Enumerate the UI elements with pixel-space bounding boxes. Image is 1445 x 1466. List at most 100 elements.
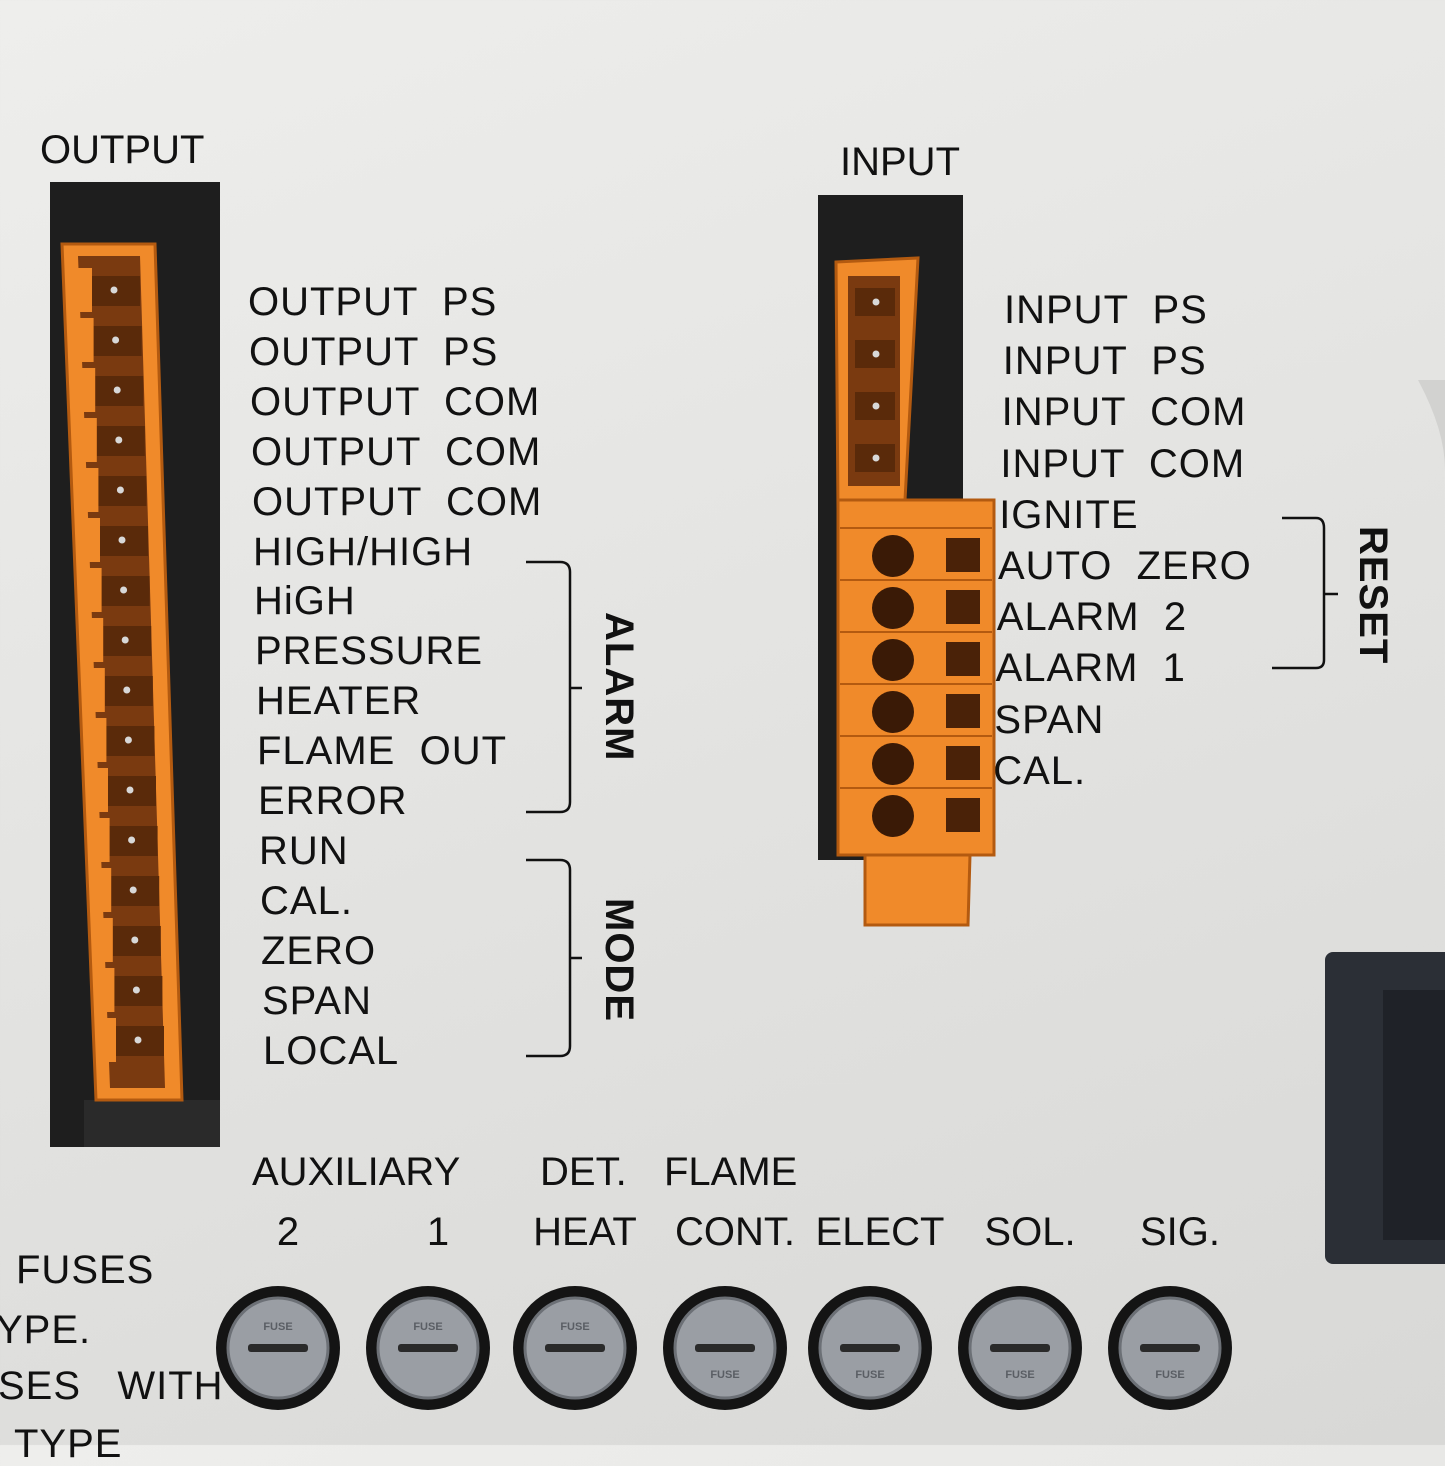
alarm-bracket [526, 560, 582, 814]
terminal-screw-hole [872, 639, 914, 681]
terminal-wire-port [946, 798, 980, 832]
reset-group-label: RESET [1351, 526, 1395, 665]
output-pin-label-12: RUN [259, 828, 349, 873]
auxiliary-label: AUXILIARY [252, 1150, 461, 1194]
output-pin [129, 886, 137, 894]
output-pin-label-1: OUTPUT PS [248, 280, 498, 324]
output-pin-label-4: OUTPUT COM [251, 429, 542, 474]
fuse-slot [695, 1344, 755, 1352]
output-pin [115, 436, 123, 444]
fuse-holder-6: FUSE [958, 1286, 1082, 1410]
output-pin [128, 836, 136, 844]
input-header: INPUT [840, 140, 960, 184]
terminal-wire-port [946, 538, 980, 572]
mode-group-label: MODE [597, 898, 641, 1022]
output-pin-label-8: PRESSURE [255, 629, 484, 674]
fuse-notice-line-3: SES WITH [0, 1364, 224, 1408]
output-terminal-strip [60, 242, 184, 1102]
output-pin-label-15: SPAN [262, 978, 372, 1023]
fuse-notice-line-1: FUSES [16, 1248, 155, 1292]
fuse-column-label-4: CONT. [675, 1210, 795, 1254]
input-pin-label-5: IGNITE [999, 492, 1139, 537]
fuse-holder-4: FUSE [663, 1286, 787, 1410]
input-pin-label-10: CAL. [993, 748, 1087, 793]
terminal-screw-hole [872, 743, 914, 785]
fuse-column-label-2: 1 [426, 1210, 450, 1254]
terminal-screw-hole [872, 535, 914, 577]
terminal-screw-hole [872, 691, 914, 733]
output-pin-label-16: LOCAL [263, 1028, 400, 1073]
terminal-wire-port [946, 590, 980, 624]
terminal-screw-hole [872, 587, 914, 629]
output-pin [120, 586, 128, 594]
output-pin [124, 736, 132, 744]
input-pin-label-4: INPUT COM [1000, 441, 1246, 486]
output-pin [131, 936, 139, 944]
fuse-slot [398, 1344, 458, 1352]
terminal-screw-hole [872, 795, 914, 837]
fuse-cap-text: FUSE [1005, 1369, 1034, 1381]
reset-bracket [1272, 516, 1338, 670]
input-terminal-block [834, 256, 996, 927]
fuse-notice-line-4: TYPE [14, 1422, 123, 1466]
fuse-slot [545, 1344, 605, 1352]
terminal-wire-port [946, 746, 980, 780]
input-pin [872, 350, 880, 358]
fuse-slot [840, 1344, 900, 1352]
fuse-holder-7: FUSE [1108, 1286, 1232, 1410]
det-label: DET. [540, 1150, 627, 1194]
input-pin-label-2: INPUT PS [1002, 339, 1207, 384]
output-pin-label-3: OUTPUT COM [250, 379, 541, 424]
fuse-holder-1: FUSE [216, 1286, 340, 1410]
input-pin-label-3: INPUT COM [1001, 390, 1247, 435]
fuse-holder-2: FUSE [366, 1286, 490, 1410]
fuse-column-label-7: SIG. [1139, 1210, 1221, 1254]
input-pin [872, 298, 880, 306]
output-pin-label-7: HiGH [254, 579, 356, 624]
output-pin [123, 686, 131, 694]
fuse-column-label-1: 2 [276, 1210, 300, 1254]
fuse-column-label-3: HEAT [533, 1210, 637, 1254]
output-pin [112, 336, 120, 344]
terminal-wire-port [946, 642, 980, 676]
fuse-notice-line-2: YPE. [0, 1308, 92, 1352]
output-pin [110, 286, 118, 294]
alarm-group-label: ALARM [597, 612, 641, 762]
terminal-wire-port [946, 694, 980, 728]
fuse-holder-3: FUSE [513, 1286, 637, 1410]
fuse-cap-text: FUSE [710, 1369, 739, 1381]
output-pin-label-2: OUTPUT PS [249, 329, 499, 374]
fuse-column-label-5: ELECT [815, 1210, 945, 1254]
input-pin-label-1: INPUT PS [1004, 288, 1208, 332]
output-pin-label-6: HIGH/HIGH [253, 529, 474, 574]
mode-bracket [526, 858, 582, 1058]
fuse-cap-text: FUSE [560, 1321, 589, 1333]
input-pin-label-9: SPAN [994, 697, 1105, 742]
fuse-slot [1140, 1344, 1200, 1352]
input-pin [872, 402, 880, 410]
output-pin-label-10: FLAME OUT [257, 729, 508, 774]
fuse-cap-text: FUSE [413, 1321, 442, 1333]
input-pin-label-6: AUTO ZERO [998, 544, 1252, 588]
fuse-cap-text: FUSE [263, 1321, 292, 1333]
fuse-column-label-6: SOL. [984, 1210, 1076, 1254]
output-pin-label-9: HEATER [256, 679, 422, 724]
output-pin-label-13: CAL. [260, 878, 353, 923]
output-header: OUTPUT [40, 128, 205, 172]
fuse-cap-text: FUSE [1155, 1369, 1184, 1381]
input-pin [872, 454, 880, 462]
output-pin-label-11: ERROR [258, 779, 408, 823]
output-pin [134, 1036, 142, 1044]
output-pin-label-14: ZERO [261, 928, 377, 973]
flame-label: FLAME [664, 1150, 798, 1194]
input-pin-label-8: ALARM 1 [995, 646, 1186, 691]
output-pin [121, 636, 129, 644]
output-pin [118, 536, 126, 544]
output-pin [126, 786, 134, 794]
fuse-slot [990, 1344, 1050, 1352]
output-pin [116, 486, 124, 494]
fuse-cap-text: FUSE [855, 1369, 884, 1381]
output-pin [113, 386, 121, 394]
fuse-holder-5: FUSE [808, 1286, 932, 1410]
